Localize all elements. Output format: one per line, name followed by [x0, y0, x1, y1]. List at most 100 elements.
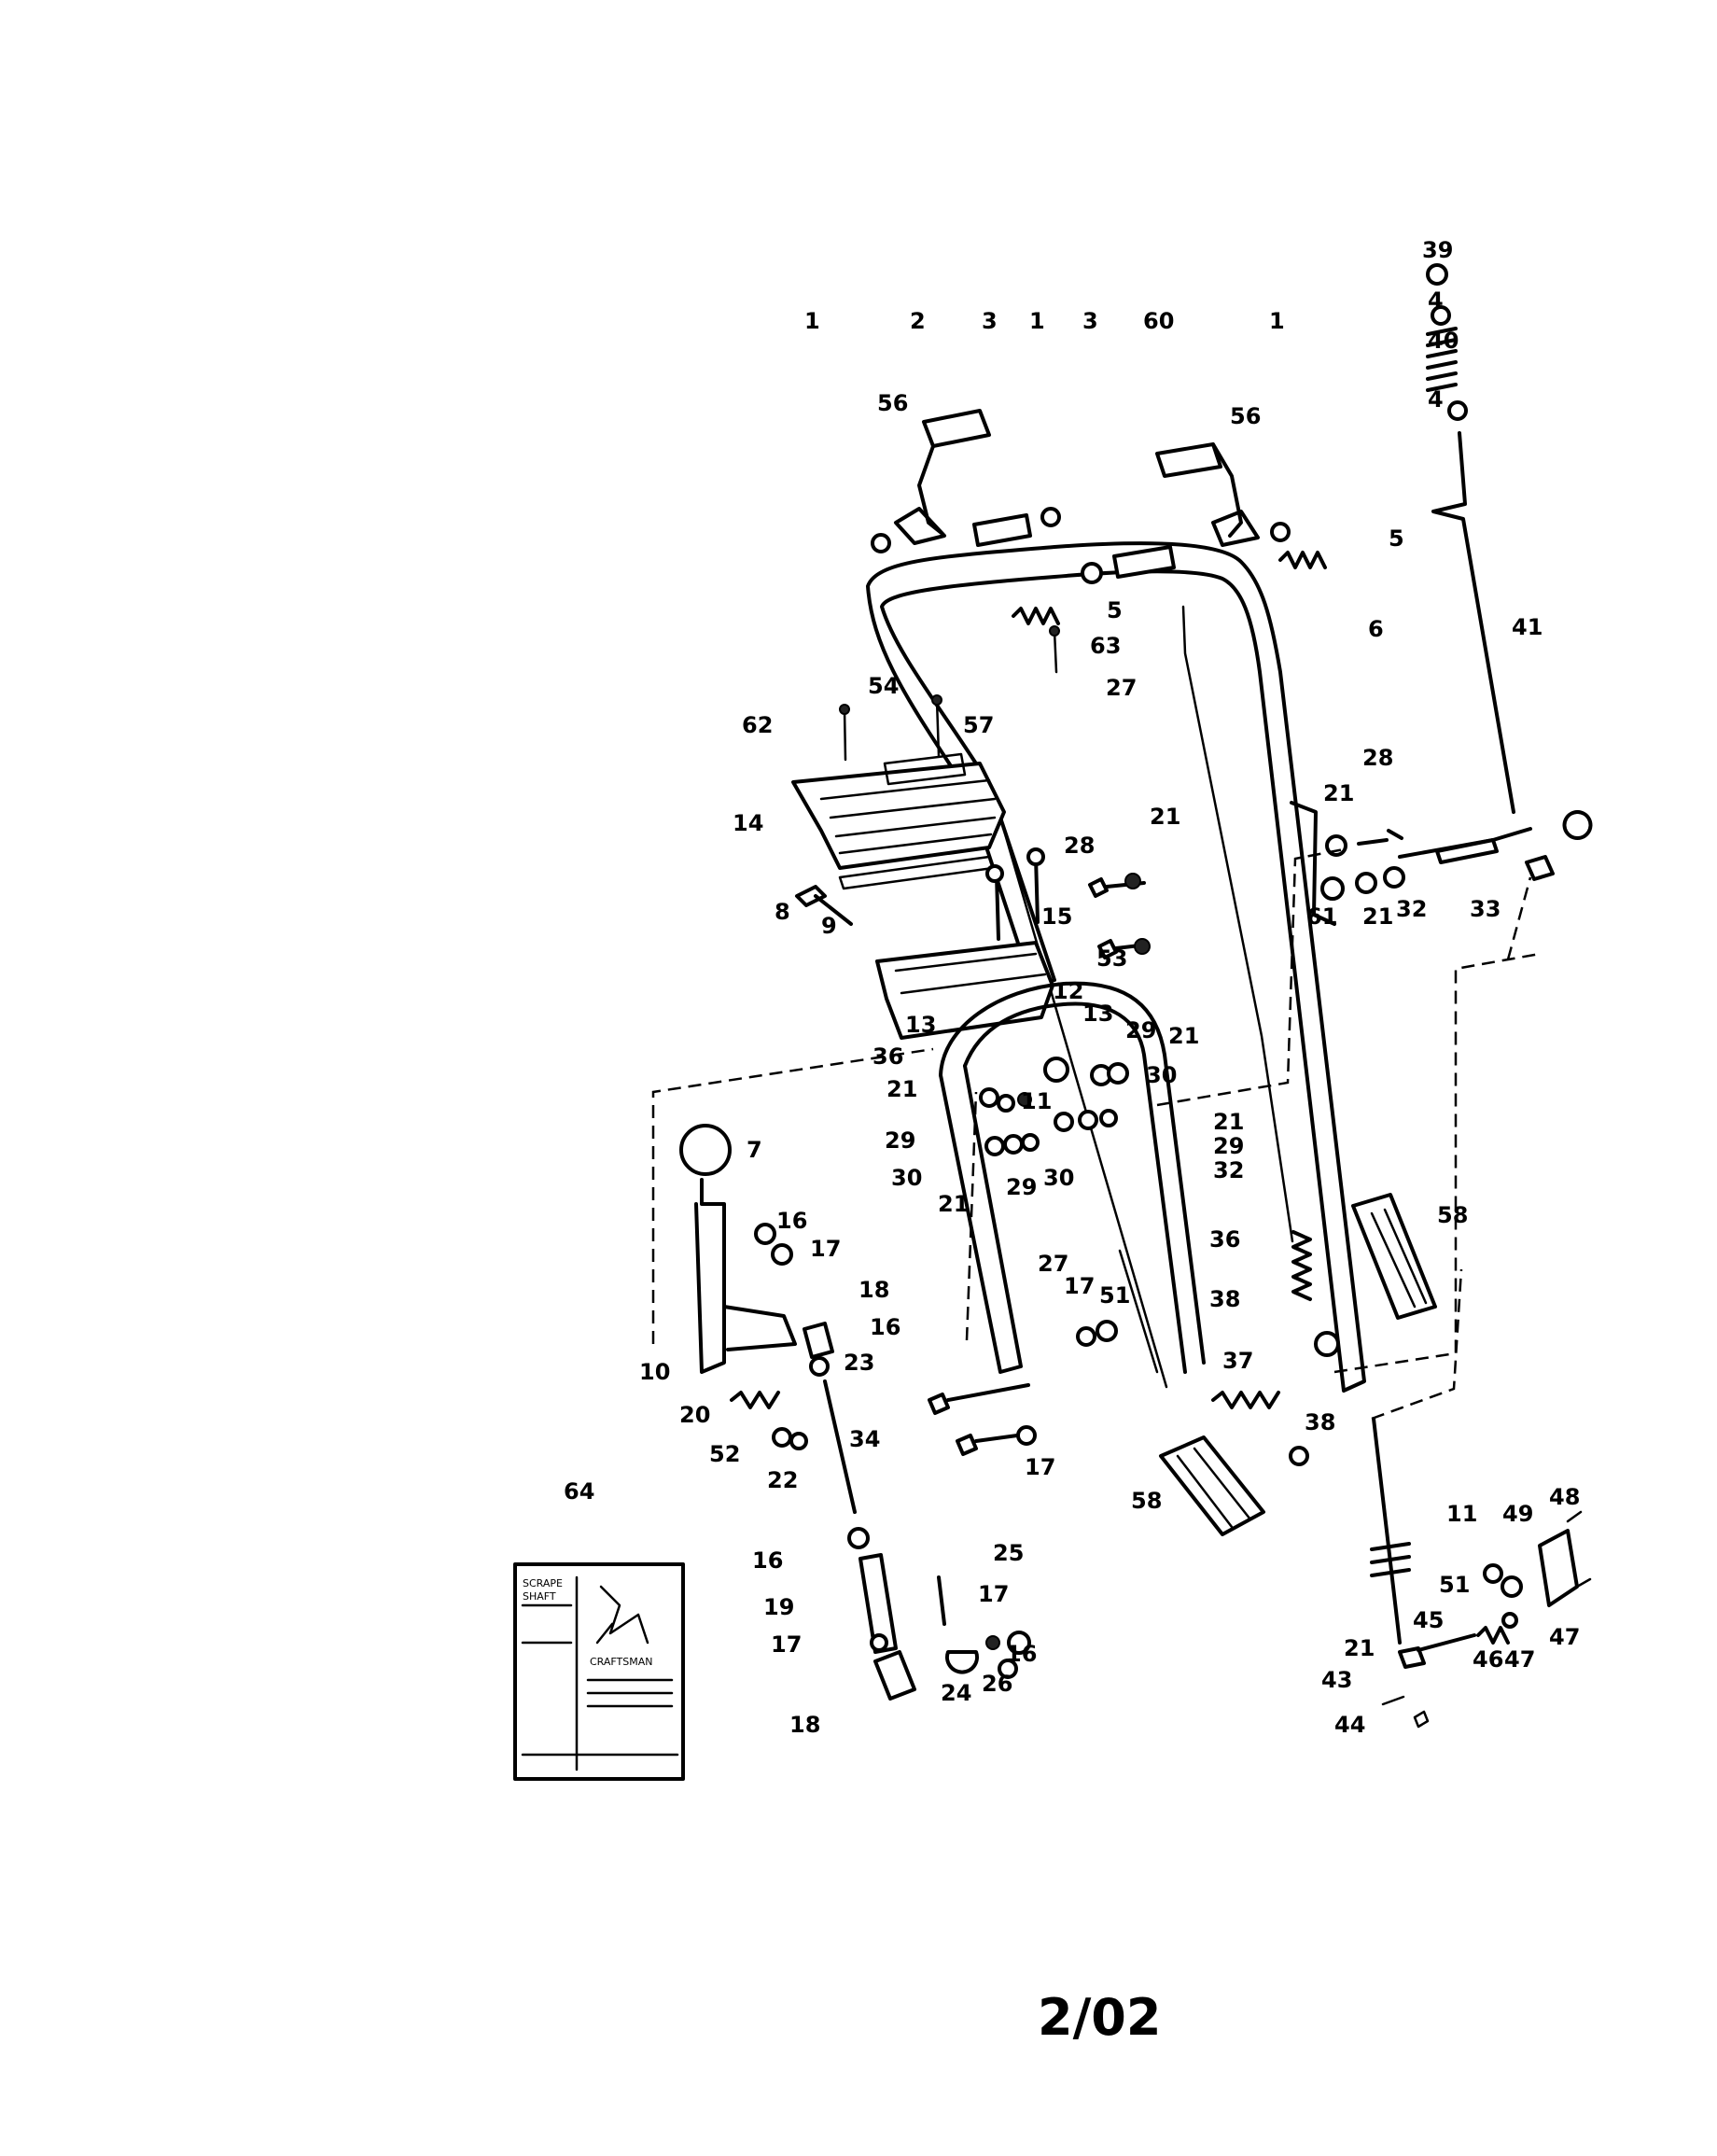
callout-c-18b: 18 [789, 1712, 820, 1738]
callout-c-38b: 38 [1305, 1409, 1335, 1435]
footer-code: 2/02 [1038, 1988, 1162, 2047]
callout-c-16c: 16 [752, 1547, 783, 1574]
spring-37 [1211, 1391, 1309, 1466]
callout-c-36a: 36 [872, 1043, 903, 1070]
bracket-9 [875, 941, 1054, 1040]
callout-c-3b: 3 [1082, 308, 1098, 334]
callout-c-23: 23 [844, 1350, 874, 1376]
callout-c-18a: 18 [858, 1277, 889, 1303]
callout-c-1c: 1 [1269, 308, 1285, 334]
callout-c-51a: 51 [1099, 1282, 1130, 1309]
spring-20 [730, 1391, 808, 1450]
callout-c-58b: 58 [1131, 1488, 1162, 1514]
callout-c-13b: 13 [905, 1012, 936, 1038]
right-bracket [1290, 801, 1336, 926]
callout-c-17c: 17 [1025, 1454, 1055, 1480]
linkage-45-49 [1370, 1417, 1592, 1729]
callout-c-58a: 58 [1437, 1202, 1468, 1228]
callout-c-17d: 17 [978, 1581, 1009, 1607]
ring-1c [1081, 562, 1103, 584]
adjuster-33 [1398, 810, 1593, 881]
callout-c-34: 34 [849, 1426, 880, 1452]
screw-57 [931, 694, 942, 758]
parts-24-25-26 [937, 1575, 1031, 1679]
callout-c-57: 57 [963, 712, 994, 738]
cable-27-lower [1118, 1249, 1159, 1374]
chute-control-14 [791, 752, 1006, 890]
callout-c-63: 63 [1090, 633, 1121, 659]
guide-lines [651, 847, 1541, 1421]
bolts-34 [928, 1383, 1037, 1456]
callout-c-24: 24 [941, 1680, 971, 1706]
callout-c-46: 46 [1473, 1646, 1503, 1673]
callout-c-37: 37 [1222, 1348, 1253, 1374]
bolts-15 [985, 847, 1045, 941]
callout-c-21h: 21 [1344, 1635, 1375, 1661]
spring-36-right [1291, 1230, 1312, 1301]
callout-c-45: 45 [1413, 1607, 1444, 1633]
callout-c-29b: 29 [1213, 1133, 1244, 1159]
callout-c-17e: 17 [771, 1631, 802, 1658]
callout-c-29a: 29 [1125, 1017, 1156, 1043]
callout-c-47a: 47 [1549, 1624, 1580, 1650]
callout-c-27a: 27 [1106, 675, 1137, 701]
nut-38a [1314, 1331, 1340, 1357]
callout-c-2: 2 [910, 308, 926, 334]
callout-c-19: 19 [763, 1594, 794, 1620]
callout-c-33: 33 [1470, 896, 1501, 922]
callout-c-30c: 30 [1043, 1165, 1074, 1191]
callout-c-11a: 11 [1021, 1088, 1052, 1114]
callout-c-13a: 13 [1082, 1001, 1113, 1027]
callout-c-25: 25 [993, 1540, 1024, 1566]
callout-c-44: 44 [1334, 1712, 1365, 1738]
callout-c-4a: 4 [1428, 287, 1444, 314]
callout-c-8: 8 [775, 899, 790, 925]
callout-c-21a: 21 [1323, 780, 1354, 806]
callout-c-38a: 38 [1209, 1286, 1240, 1312]
callout-c-61: 61 [1306, 903, 1337, 930]
washer-cluster [979, 1057, 1129, 1156]
callout-c-26: 26 [982, 1671, 1012, 1697]
callout-c-56a: 56 [877, 390, 908, 416]
pin-3b [1112, 545, 1176, 579]
callout-c-20: 20 [679, 1402, 710, 1428]
callout-c-1a: 1 [804, 308, 820, 334]
callout-c-60: 60 [1143, 308, 1174, 334]
grip-58-right [1351, 1193, 1437, 1320]
callout-c-47b: 47 [1504, 1646, 1535, 1673]
callout-c-16d: 16 [1006, 1641, 1037, 1667]
right-grip [1155, 442, 1291, 547]
callout-c-62: 62 [742, 712, 773, 738]
callout-c-17b: 17 [1064, 1273, 1095, 1299]
callout-c-5a: 5 [1389, 525, 1404, 552]
callout-c-32b: 32 [1213, 1157, 1244, 1183]
callout-c-36b: 36 [1209, 1226, 1240, 1253]
callout-c-9: 9 [821, 913, 837, 939]
u-frame-36 [939, 981, 1206, 1374]
decal-line-3: CRAFTSMAN [590, 1656, 652, 1668]
callout-c-5b: 5 [1107, 597, 1123, 623]
callout-c-21g: 21 [938, 1191, 969, 1217]
callout-c-17a: 17 [810, 1236, 841, 1262]
callout-c-28b: 28 [1064, 833, 1095, 859]
callout-c-27b: 27 [1038, 1251, 1068, 1277]
callout-c-43: 43 [1321, 1667, 1352, 1693]
spring-5a [1278, 551, 1327, 569]
spring-5b [1012, 607, 1060, 625]
callout-c-11b: 11 [1446, 1501, 1477, 1527]
callout-c-51b: 51 [1439, 1572, 1470, 1598]
callout-c-21e: 21 [886, 1076, 917, 1102]
callout-c-10: 10 [639, 1359, 670, 1385]
washers-17-51 [1076, 1320, 1118, 1347]
callout-c-7: 7 [747, 1137, 762, 1163]
callout-c-28a: 28 [1362, 745, 1393, 771]
decal-line-2: SHAFT [523, 1590, 556, 1603]
rod-23 [809, 1356, 916, 1701]
callout-c-29d: 29 [1006, 1174, 1037, 1200]
callout-c-22: 22 [767, 1467, 798, 1493]
bolts-28-53 [1088, 873, 1151, 959]
callout-c-32a: 32 [1396, 896, 1427, 922]
ring-1b [1040, 507, 1061, 527]
